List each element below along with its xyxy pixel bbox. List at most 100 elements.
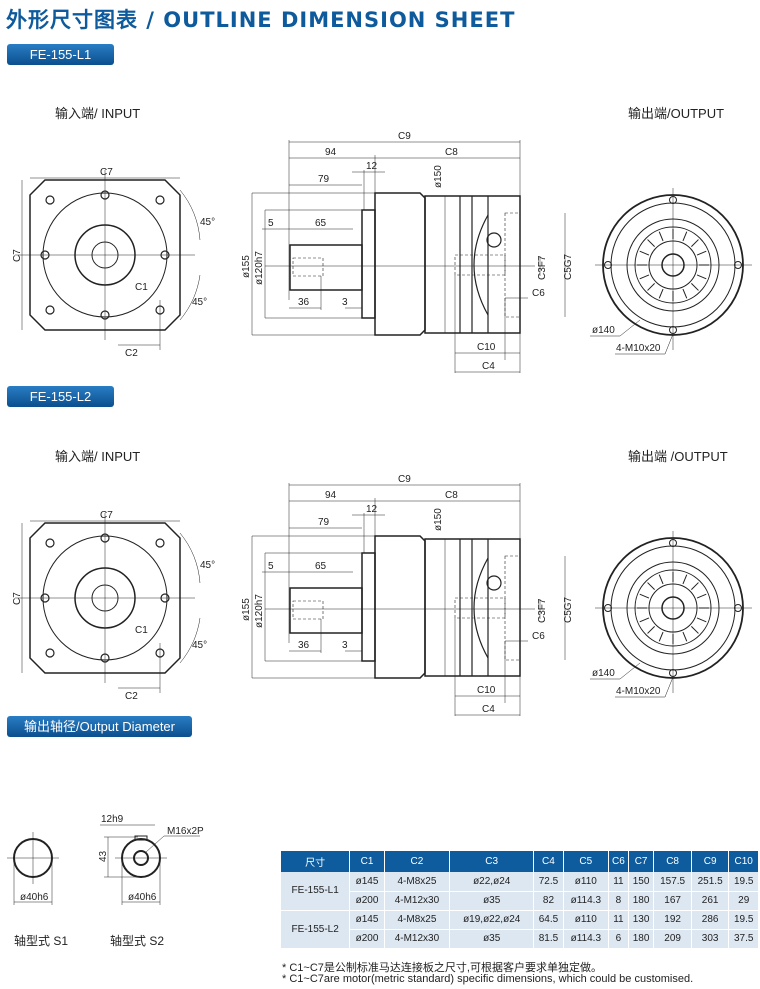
dim-angle2: 45° <box>192 297 207 308</box>
col-header-c3: C3 <box>449 851 535 872</box>
dim-c6: C6 <box>532 288 545 299</box>
table-cell: 261 <box>691 891 730 911</box>
table-cell: 72.5 <box>533 872 564 892</box>
s2-height: 43 <box>98 850 109 862</box>
dim-d79: 79 <box>318 174 330 185</box>
table-cell: 81.5 <box>533 929 564 949</box>
table-cell: 4-M8x25 <box>384 872 451 892</box>
table-cell: ø114.3 <box>563 929 609 949</box>
model-tag-l2: FE-155-L2 <box>7 386 114 407</box>
col-header-c10: C10 <box>728 851 759 872</box>
table-cell: 192 <box>653 910 692 930</box>
table-cell: ø114.3 <box>563 891 609 911</box>
dim-d94: 94 <box>325 490 337 501</box>
table-cell: 11 <box>608 872 629 892</box>
dim-c7_top: C7 <box>100 510 113 521</box>
dim-c2: C2 <box>125 348 138 359</box>
dim-angle1: 45° <box>200 560 215 571</box>
dim-d150: ø150 <box>433 508 444 531</box>
dim-d155: ø155 <box>241 255 252 278</box>
dim-d155: ø155 <box>241 598 252 621</box>
table-cell: 37.5 <box>728 929 759 949</box>
col-header-c6: C6 <box>608 851 629 872</box>
dim-c5: C5G7 <box>563 596 574 623</box>
s2-diameter: ø40h6 <box>128 892 157 903</box>
dim-c10: C10 <box>477 342 496 353</box>
table-cell: 4-M12x30 <box>384 929 451 949</box>
table-cell: ø19,ø22,ø24 <box>449 910 535 930</box>
table-cell: 157.5 <box>653 872 692 892</box>
dim-d79: 79 <box>318 517 330 528</box>
dim-d65: 65 <box>315 218 327 229</box>
table-cell: ø145 <box>349 910 385 930</box>
dim-d5: 5 <box>268 561 274 572</box>
table-cell: 82 <box>533 891 564 911</box>
dim-d120: ø120h7 <box>254 594 265 628</box>
table-cell: 64.5 <box>533 910 564 930</box>
dim-c9: C9 <box>398 131 411 142</box>
dim-c6: C6 <box>532 631 545 642</box>
table-cell: 11 <box>608 910 629 930</box>
s2-label: 轴型式 S2 <box>110 933 164 948</box>
s1-diameter: ø40h6 <box>20 892 49 903</box>
model-tag-l1: FE-155-L1 <box>7 44 114 65</box>
col-header-c7: C7 <box>628 851 655 872</box>
table-cell: 180 <box>628 891 655 911</box>
dim-d36: 36 <box>298 297 310 308</box>
s2-key-width: 12h9 <box>101 814 124 825</box>
table-cell: 180 <box>628 929 655 949</box>
input-label-l1: 输入端/ INPUT <box>55 106 141 121</box>
dim-d140: ø140 <box>592 325 615 336</box>
page-title: 外形尺寸图表 / OUTLINE DIMENSION SHEET <box>6 8 516 32</box>
dim-c2: C2 <box>125 691 138 702</box>
table-cell: 19.5 <box>728 872 759 892</box>
col-header-尺寸: 尺寸 <box>281 851 351 872</box>
table-cell: ø145 <box>349 872 385 892</box>
dim-c1: C1 <box>135 625 148 636</box>
dim-c5: C5G7 <box>563 253 574 280</box>
col-header-c5: C5 <box>563 851 609 872</box>
dim-d5: 5 <box>268 218 274 229</box>
table-cell: ø35 <box>449 929 535 949</box>
table-cell: 209 <box>653 929 692 949</box>
output-diameter-tag: 输出轴径/Output Diameter <box>7 716 192 737</box>
dim-bolt: 4-M10x20 <box>616 343 661 354</box>
dim-angle2: 45° <box>192 640 207 651</box>
dim-c7_top: C7 <box>100 167 113 178</box>
table-cell: 251.5 <box>691 872 730 892</box>
dim-c4: C4 <box>482 361 495 372</box>
dim-d65: 65 <box>315 561 327 572</box>
table-cell: 167 <box>653 891 692 911</box>
dim-d94: 94 <box>325 147 337 158</box>
dim-c7_left: C7 <box>12 592 23 605</box>
input-flange <box>29 522 181 674</box>
output-label-l1: 输出端/OUTPUT <box>628 106 725 121</box>
col-header-c1: C1 <box>349 851 385 872</box>
table-cell: 8 <box>608 891 629 911</box>
input-label-l2: 输入端/ INPUT <box>55 449 141 464</box>
table-cell: 150 <box>628 872 655 892</box>
dim-c9: C9 <box>398 474 411 485</box>
col-header-c2: C2 <box>384 851 451 872</box>
dim-c8: C8 <box>445 490 458 501</box>
dim-d36: 36 <box>298 640 310 651</box>
output-label-l2: 输出端 /OUTPUT <box>628 449 728 464</box>
dim-d140: ø140 <box>592 668 615 679</box>
table-cell: ø35 <box>449 891 535 911</box>
table-cell: ø110 <box>563 872 609 892</box>
dim-c1: C1 <box>135 282 148 293</box>
dim-c8: C8 <box>445 147 458 158</box>
table-cell: 29 <box>728 891 759 911</box>
dim-c4: C4 <box>482 704 495 715</box>
dim-d3: 3 <box>342 297 348 308</box>
dim-c3: C3F7 <box>537 255 548 280</box>
dim-c7_left: C7 <box>12 249 23 262</box>
table-cell: ø200 <box>349 929 385 949</box>
table-cell: 19.5 <box>728 910 759 930</box>
col-header-c9: C9 <box>691 851 730 872</box>
dim-d12: 12 <box>366 504 378 515</box>
